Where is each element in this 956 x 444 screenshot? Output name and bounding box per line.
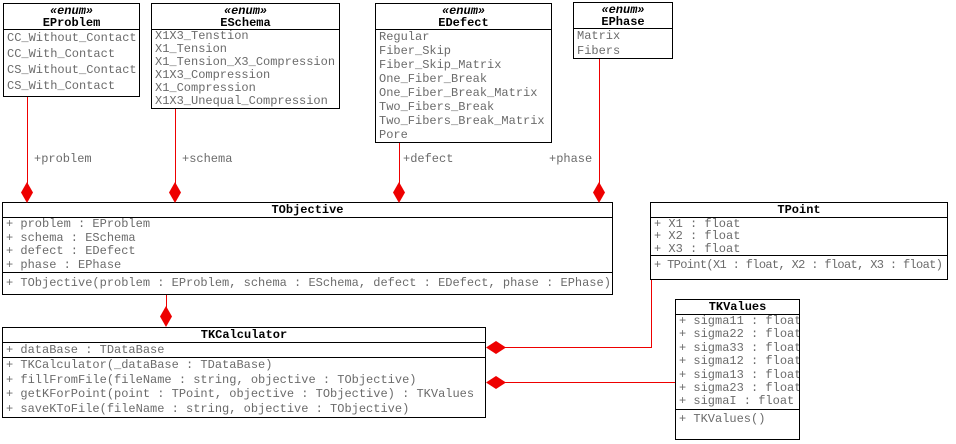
class-method: + TKCalculator(_dataBase : TDataBase) bbox=[6, 358, 273, 372]
enum-name: EPhase bbox=[601, 15, 645, 29]
relation-label: +schema bbox=[182, 152, 233, 166]
enum-box-edefect[interactable]: «enum» EDefect Regular Fiber_Skip Fiber_… bbox=[375, 3, 552, 143]
enum-literal: X1X3_Compression bbox=[155, 69, 271, 82]
enum-box-eschema[interactable]: «enum» ESchema X1X3_Tenstion X1_Tension … bbox=[151, 3, 340, 109]
enum-name: ESchema bbox=[220, 16, 271, 30]
class-method: + getKForPoint(point : TPoint, objective… bbox=[6, 387, 475, 402]
relation-label: +phase bbox=[549, 152, 593, 166]
relation-label: +problem bbox=[34, 152, 92, 166]
relation-line bbox=[503, 382, 675, 383]
composition-diamond-icon bbox=[169, 182, 181, 203]
class-attribute: + sigma33 : float bbox=[679, 341, 799, 355]
enum-name: EProblem bbox=[42, 16, 101, 30]
enum-literal: X1X3_Tenstion bbox=[155, 30, 249, 43]
class-attribute: + sigma22 : float bbox=[679, 328, 799, 342]
class-name: TPoint bbox=[651, 203, 947, 218]
relation-line bbox=[503, 347, 652, 348]
class-box-tkcalculator[interactable]: TKCalculator + dataBase : TDataBase + TK… bbox=[2, 327, 486, 418]
relation-line bbox=[175, 109, 176, 185]
class-attribute: + X2 : float bbox=[654, 230, 741, 243]
composition-diamond-icon bbox=[593, 182, 605, 203]
class-attribute: + sigma23 : float bbox=[679, 382, 799, 396]
enum-literal: Pore bbox=[379, 128, 408, 142]
class-method: + TPoint(X1 : float, X2 : float, X3 : fl… bbox=[654, 257, 943, 272]
enum-title: «enum» ESchema bbox=[152, 4, 339, 30]
class-methods: + TPoint(X1 : float, X2 : float, X3 : fl… bbox=[651, 254, 947, 272]
enum-literal: Fiber_Skip bbox=[379, 44, 452, 58]
relation-line bbox=[166, 295, 167, 309]
class-box-tpoint[interactable]: TPoint + X1 : float + X2 : float + X3 : … bbox=[650, 202, 948, 280]
class-methods: + TKCalculator(_dataBase : TDataBase) + … bbox=[3, 357, 485, 416]
class-attribute: + phase : EPhase bbox=[6, 258, 122, 272]
enum-literal: Two_Fibers_Break bbox=[379, 100, 495, 114]
class-attribute: + sigma12 : float bbox=[679, 355, 799, 369]
enum-literals: CC_Without_Contact CC_With_Contact CS_Wi… bbox=[4, 30, 139, 94]
enum-literal: Fibers bbox=[577, 43, 621, 58]
enum-box-eproblem[interactable]: «enum» EProblem CC_Without_Contact CC_Wi… bbox=[3, 3, 140, 97]
class-attributes: + dataBase : TDataBase bbox=[3, 343, 485, 357]
class-attributes: + sigma11 : float + sigma22 : float + si… bbox=[676, 315, 799, 409]
class-method: + saveKToFile(fileName : string, objecti… bbox=[6, 401, 410, 416]
enum-name: EDefect bbox=[438, 16, 489, 30]
class-attribute: + sigma13 : float bbox=[679, 368, 799, 382]
class-name: TKCalculator bbox=[3, 328, 485, 343]
enum-stereotype: «enum» bbox=[223, 4, 268, 18]
class-attribute: + schema : ESchema bbox=[6, 231, 136, 245]
enum-literal: X1_Compression bbox=[155, 82, 256, 95]
class-attribute: + X1 : float bbox=[654, 218, 741, 231]
composition-diamond-icon bbox=[21, 182, 33, 203]
relation-line bbox=[651, 280, 652, 348]
class-method: + fillFromFile(fileName : string, object… bbox=[6, 372, 417, 387]
relation-line bbox=[599, 59, 600, 185]
enum-title: «enum» EDefect bbox=[376, 4, 551, 30]
class-attribute: + dataBase : TDataBase bbox=[6, 343, 165, 357]
enum-literal: Two_Fibers_Break_Matrix bbox=[379, 114, 545, 128]
enum-literals: X1X3_Tenstion X1_Tension X1_Tension_X3_C… bbox=[152, 30, 339, 108]
class-methods: + TObjective(problem : EProblem, schema … bbox=[3, 272, 612, 290]
enum-title: «enum» EPhase bbox=[574, 3, 672, 29]
enum-title: «enum» EProblem bbox=[4, 4, 139, 30]
enum-literal: One_Fiber_Break bbox=[379, 72, 488, 86]
enum-literal: Regular bbox=[379, 30, 430, 44]
enum-literals: Regular Fiber_Skip Fiber_Skip_Matrix One… bbox=[376, 30, 551, 142]
enum-stereotype: «enum» bbox=[441, 4, 486, 18]
enum-literal: CS_Without_Contact bbox=[7, 63, 137, 77]
class-method: + TKValues() bbox=[679, 411, 766, 426]
composition-diamond-icon bbox=[486, 376, 506, 389]
class-attribute: + problem : EProblem bbox=[6, 218, 151, 231]
class-box-tkvalues[interactable]: TKValues + sigma11 : float + sigma22 : f… bbox=[675, 299, 800, 440]
class-attribute: + X3 : float bbox=[654, 242, 741, 255]
enum-stereotype: «enum» bbox=[601, 3, 645, 17]
relation-line bbox=[27, 97, 28, 185]
class-attribute: + defect : EDefect bbox=[6, 245, 136, 259]
enum-literal: CS_With_Contact bbox=[7, 79, 116, 93]
class-attribute: + sigma11 : float bbox=[679, 315, 799, 328]
relation-label: +defect bbox=[403, 152, 454, 166]
enum-literal: Matrix bbox=[577, 29, 621, 43]
class-methods: + TKValues() bbox=[676, 408, 799, 426]
composition-diamond-icon bbox=[393, 182, 405, 203]
class-name: TObjective bbox=[3, 203, 612, 218]
class-name: TKValues bbox=[676, 300, 799, 315]
composition-diamond-icon bbox=[486, 341, 506, 354]
enum-literal: X1_Tension bbox=[155, 43, 228, 56]
enum-literal: CC_With_Contact bbox=[7, 47, 116, 61]
class-attributes: + X1 : float + X2 : float + X3 : float bbox=[651, 218, 947, 255]
enum-literals: Matrix Fibers bbox=[574, 29, 672, 58]
enum-literal: CC_Without_Contact bbox=[7, 31, 137, 45]
enum-literal: Fiber_Skip_Matrix bbox=[379, 58, 502, 72]
relation-line bbox=[399, 143, 400, 185]
enum-literal: X1X3_Unequal_Compression bbox=[155, 95, 328, 108]
class-box-tobjective[interactable]: TObjective + problem : EProblem + schema… bbox=[2, 202, 613, 295]
composition-diamond-icon bbox=[160, 306, 172, 327]
enum-literal: X1_Tension_X3_Compression bbox=[155, 56, 336, 69]
class-method: + TObjective(problem : EProblem, schema … bbox=[6, 276, 611, 291]
enum-stereotype: «enum» bbox=[49, 4, 94, 18]
class-attributes: + problem : EProblem + schema : ESchema … bbox=[3, 218, 612, 272]
enum-box-ephase[interactable]: «enum» EPhase Matrix Fibers bbox=[573, 2, 673, 59]
enum-literal: One_Fiber_Break_Matrix bbox=[379, 86, 538, 100]
class-attribute: + sigmaI : float bbox=[679, 395, 795, 409]
